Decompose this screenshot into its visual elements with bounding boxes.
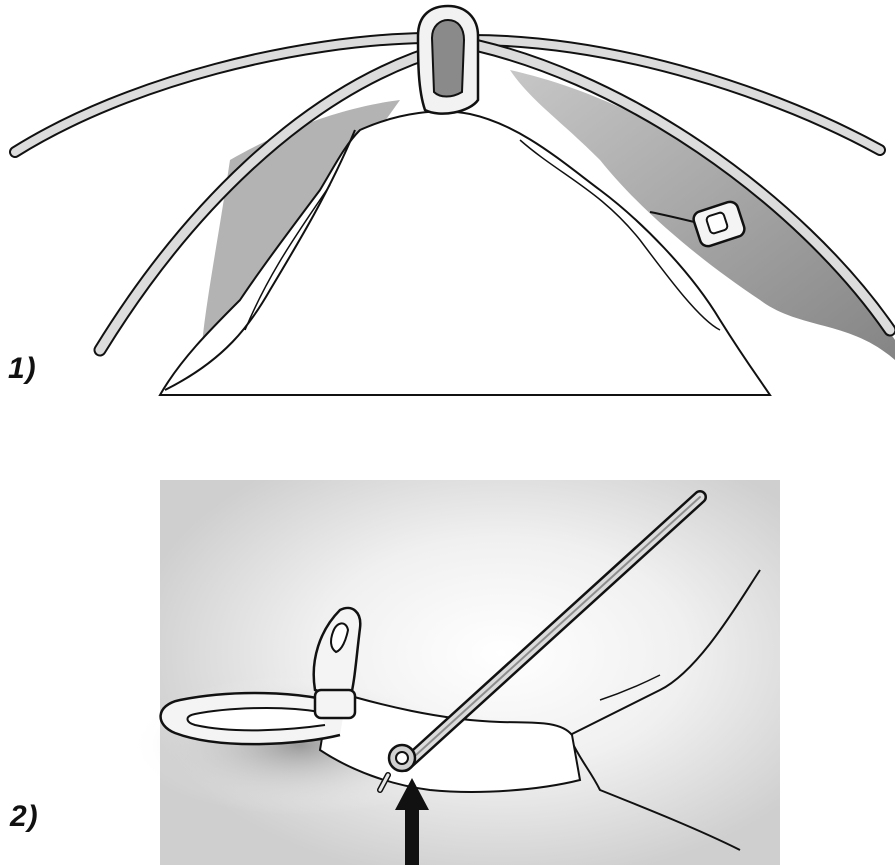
step-1-illustration bbox=[15, 6, 895, 395]
step-1-label: 1) bbox=[8, 352, 37, 386]
step-2-label: 2) bbox=[10, 800, 39, 834]
step-2-illustration bbox=[130, 480, 780, 865]
